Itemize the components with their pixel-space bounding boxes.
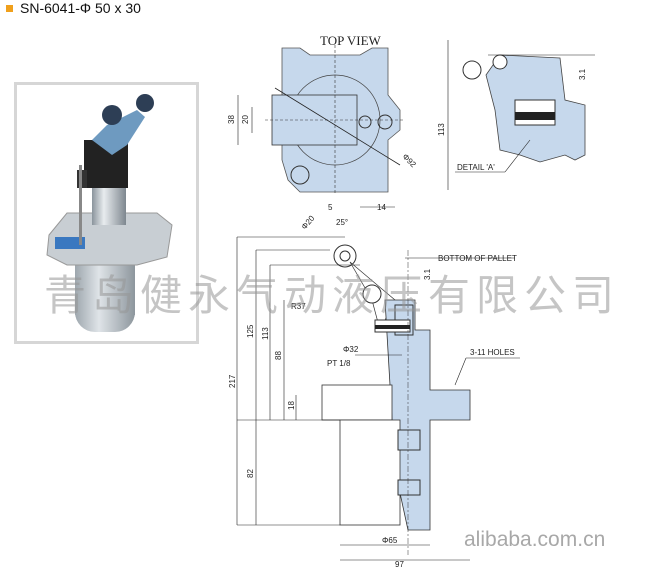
- dim-82: 82: [246, 469, 255, 478]
- product-photo: [14, 82, 199, 344]
- top-view-part: [265, 45, 405, 195]
- bullet-icon: [6, 4, 13, 12]
- company-watermark: 青岛健永气动液压有限公司: [44, 271, 621, 320]
- holes-label: 3-11 HOLES: [470, 348, 515, 357]
- dim-113: 113: [261, 327, 270, 340]
- product-title: SN-6041-Φ 50 x 30: [6, 0, 141, 16]
- dim-phi92: Φ92: [401, 152, 419, 170]
- dim-3-1: 3.1: [423, 268, 432, 280]
- dim-phi20: Φ20: [300, 213, 317, 231]
- dim-88: 88: [274, 351, 283, 360]
- dim-38: 38: [227, 115, 236, 124]
- dim-113-side: 113: [437, 123, 446, 136]
- dim-97: 97: [395, 560, 404, 568]
- clamp-cylinder-image: [46, 94, 173, 332]
- dim-r37: R37: [291, 302, 306, 311]
- site-watermark: alibaba.com.cn: [464, 528, 606, 551]
- front-view-part: [321, 244, 471, 555]
- dim-5: 5: [328, 203, 333, 212]
- dim-angle-25: 25°: [336, 218, 348, 227]
- dim-125: 125: [246, 324, 255, 338]
- side-detail-part: [462, 54, 586, 163]
- dim-3-1-side: 3.1: [578, 68, 587, 80]
- dim-phi65: Φ65: [382, 536, 398, 545]
- bottom-of-pallet-label: BOTTOM OF PALLET: [438, 254, 517, 263]
- dim-phi32: Φ32: [343, 345, 359, 354]
- dim-pt18: PT 1/8: [327, 359, 351, 368]
- detail-a-label: DETAIL 'A': [457, 163, 495, 172]
- dim-14: 14: [377, 203, 386, 212]
- product-title-text: SN-6041-Φ 50 x 30: [20, 0, 141, 16]
- dim-18: 18: [287, 401, 296, 410]
- dimension-lines: [236, 206, 520, 561]
- top-view-label: TOP VIEW: [320, 33, 382, 48]
- dim-217: 217: [228, 374, 237, 388]
- dim-20: 20: [241, 115, 250, 124]
